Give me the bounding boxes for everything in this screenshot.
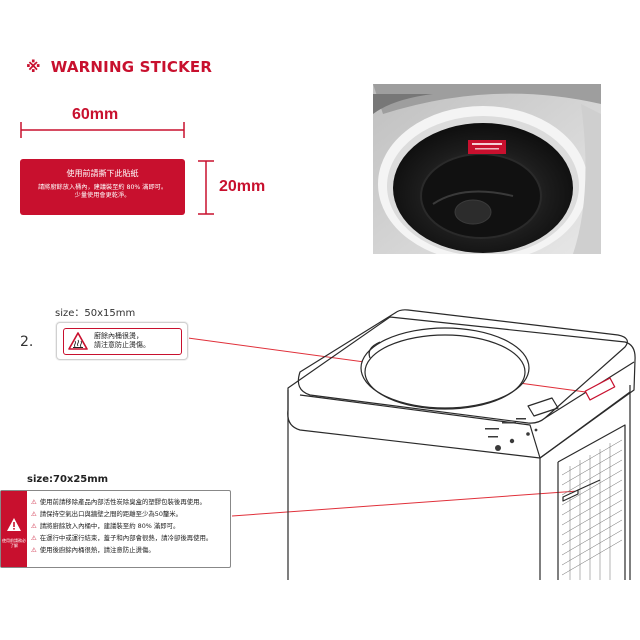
warning-triangle-icon (7, 518, 21, 531)
red-warning-sticker: 使用前請撕下此貼紙 請將廚餘放入桶內，建議裝至約 80% 滿即可。 少量使用會更… (20, 159, 185, 215)
heading-title: WARNING STICKER (50, 58, 213, 76)
sticker2-text: 廚餘內桶很燙， 請注意防止燙傷。 (94, 332, 150, 350)
bucket-photo (373, 84, 601, 254)
sticker2-size: size：50x15mm (55, 308, 136, 319)
warning-triangle-icon: ⚠ (31, 546, 37, 554)
warning-triangle-icon: ⚠ (31, 510, 37, 518)
height-label: 20mm (219, 178, 266, 195)
list-item: ⚠請保持空氣出口與牆壁之間的距離至少為50釐米。 (31, 510, 183, 518)
sticker3-size: size:70x25mm (27, 474, 109, 485)
hot-surface-icon (68, 332, 88, 350)
warning-triangle-icon: ⚠ (31, 522, 37, 530)
sticker1-line1: 使用前請撕下此貼紙 (66, 169, 139, 178)
sticker3-list: ⚠使用前請移除產品內部活性炭除臭盒的塑膠包裝後再使用。 ⚠請保持空氣出口與牆壁之… (31, 496, 212, 556)
sticker1-line3: 少量使用會更乾淨。 (74, 191, 131, 199)
sticker3-side-caption: 使用前請務必了解 (2, 538, 26, 548)
warning-triangle-icon: ⚠ (31, 534, 37, 542)
list-item: ⚠使用後廚餘內桶很熱，請注意防止燙傷。 (31, 546, 155, 554)
sticker1-line2: 請將廚餘放入桶內，建議裝至約 80% 滿即可。 (37, 184, 168, 191)
sticker2-line2: 請注意防止燙傷。 (94, 341, 150, 349)
usage-warning-sticker: 使用前請務必了解 ⚠使用前請移除產品內部活性炭除臭盒的塑膠包裝後再使用。 ⚠請保… (0, 490, 231, 568)
list-item: ⚠在運行中或運行結束，蓋子和內部會很熱，請冷卻後再使用。 (31, 534, 213, 542)
reference-mark: ※ (26, 58, 41, 76)
width-label: 60mm (72, 106, 119, 123)
warning-sticker-heading: ※ WARNING STICKER (26, 58, 212, 76)
list-item: ⚠請將廚餘放入內桶中，建議裝至約 80% 滿即可。 (31, 522, 180, 530)
sticker3-side-panel: 使用前請務必了解 (1, 491, 27, 567)
photo-sticker (468, 140, 506, 154)
leader-line-sticker3 (231, 490, 579, 517)
sticker2-line1: 廚餘內桶很燙， (94, 332, 143, 340)
sticker2-frame: 廚餘內桶很燙， 請注意防止燙傷。 (63, 328, 182, 355)
list-item: ⚠使用前請移除產品內部活性炭除臭盒的塑膠包裝後再使用。 (31, 498, 206, 506)
sticker2-number: 2. (20, 334, 34, 350)
appliance-illustration (287, 309, 636, 580)
hot-bucket-sticker: 廚餘內桶很燙， 請注意防止燙傷。 (56, 322, 188, 360)
warning-triangle-icon: ⚠ (31, 498, 37, 506)
